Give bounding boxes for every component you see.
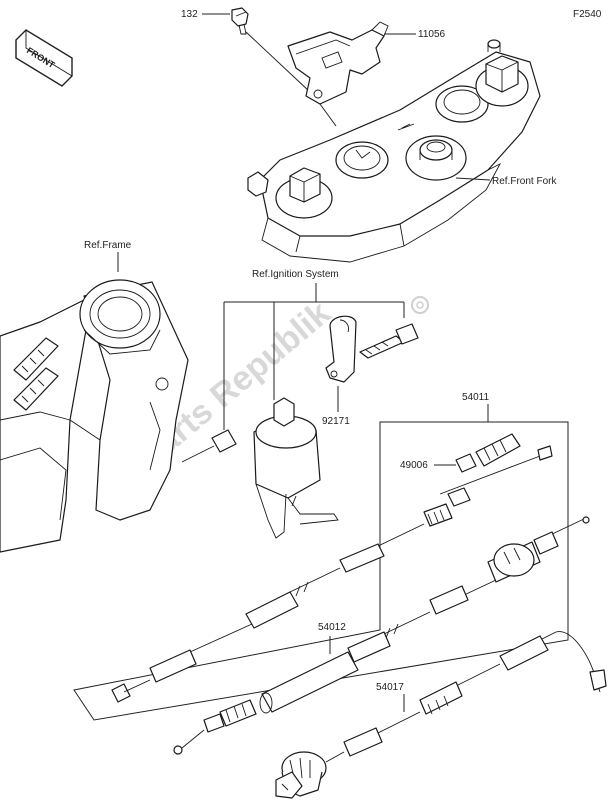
- ignition-switch: [181, 397, 339, 539]
- label-ref-ignition-system: Ref.Ignition System: [252, 269, 339, 280]
- frame-head-tube: [0, 279, 189, 553]
- label-ref-frame: Ref.Frame: [84, 240, 132, 251]
- fork-bolt-left: [275, 167, 333, 219]
- part-92171-clamp[interactable]: [325, 315, 419, 383]
- part-49006-boot[interactable]: [455, 433, 521, 473]
- label-54012: 54012: [318, 622, 346, 633]
- front-arrow-icon: FRONT: [15, 29, 73, 87]
- part-132-bolt[interactable]: [231, 7, 249, 35]
- label-54017: 54017: [376, 682, 404, 693]
- front-fork-clamp: [247, 39, 541, 263]
- label-92171: 92171: [322, 416, 350, 427]
- label-ref-front-fork: Ref.Front Fork: [492, 176, 557, 187]
- watermark-gear-icon: [411, 296, 429, 314]
- label-54011: 54011: [462, 392, 490, 403]
- fork-bolt-right: [475, 55, 529, 107]
- label-49006: 49006: [400, 460, 428, 471]
- fork-ring-upper: [435, 85, 489, 123]
- label-132: 132: [181, 9, 198, 20]
- part-11056-bracket[interactable]: [287, 21, 389, 105]
- part-54011-cable[interactable]: [111, 445, 553, 703]
- label-11056: 11056: [418, 29, 446, 40]
- fork-cap-center: [335, 141, 389, 179]
- part-54012-cable[interactable]: [173, 516, 590, 755]
- part-54017-cable[interactable]: [275, 631, 607, 799]
- fork-cap-right: [405, 135, 467, 181]
- adjuster-knob-icon: [275, 751, 327, 799]
- figure-code: F2540: [573, 9, 602, 20]
